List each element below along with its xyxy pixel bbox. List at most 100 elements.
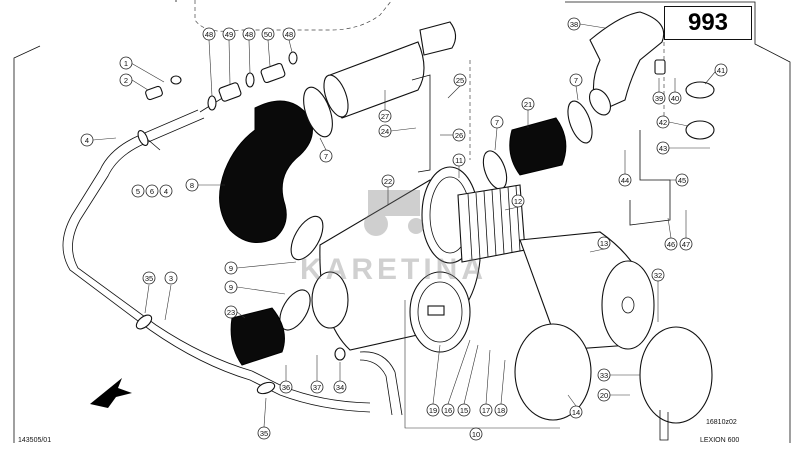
svg-text:44: 44 [621,176,629,185]
callout: 38 [567,17,606,31]
svg-text:21: 21 [524,100,532,109]
svg-text:40: 40 [671,94,679,103]
callout: 14 [567,394,583,419]
callout: 49 [222,27,236,85]
callout: 36 [279,365,293,394]
svg-text:15: 15 [460,406,468,415]
pre-cleaner-duct [588,11,715,116]
callout: 7 [569,73,583,101]
callout: 43 [656,141,710,155]
intake-tube [323,21,457,173]
callout: 48 [242,27,256,74]
callout: 7 [490,115,504,151]
svg-text:7: 7 [495,118,499,127]
callout: 45 [660,173,689,187]
clamps [279,86,715,331]
callout: 11 [452,153,466,178]
svg-text:16: 16 [444,406,452,415]
svg-text:38: 38 [570,20,578,29]
svg-text:5: 5 [136,187,140,196]
svg-text:23: 23 [227,308,235,317]
svg-text:14: 14 [572,408,580,417]
callout: 22 [381,174,395,205]
callout: 8 [185,178,225,192]
svg-text:43: 43 [659,144,667,153]
svg-text:35: 35 [260,429,268,438]
callout: 2 [119,73,149,91]
end-cover [514,323,592,421]
svg-text:32: 32 [654,271,662,280]
svg-text:7: 7 [574,76,578,85]
svg-text:13: 13 [600,239,608,248]
svg-text:27: 27 [381,112,389,121]
filter-element [457,184,526,263]
callout: 48 [282,27,296,53]
svg-text:1: 1 [124,59,128,68]
callout: 40 [668,78,682,105]
callout: 18 [494,359,508,417]
callout: 34 [333,362,347,394]
intake-sleeve [509,117,567,176]
svg-text:39: 39 [655,94,663,103]
callout: 42 [656,115,689,129]
callout: 27 [378,90,392,123]
callout-labels: 1 2 4 5 6 4 8 3 35 35 9 9 23 48 49 48 50… [80,17,728,441]
svg-text:7: 7 [324,152,328,161]
callout: 37 [310,355,324,394]
callout: 9 [224,261,297,275]
svg-text:9: 9 [229,264,233,273]
svg-text:50: 50 [264,30,272,39]
svg-text:4: 4 [164,187,168,196]
svg-text:8: 8 [190,181,194,190]
short-hose [230,307,285,366]
watermark-text: KARETINA [300,253,487,286]
callout: 5 [131,184,145,198]
svg-text:45: 45 [678,176,686,185]
callout: 15 [457,344,479,417]
svg-text:41: 41 [717,66,725,75]
callout: 47 [679,210,693,251]
callout: 9 [224,280,286,295]
callout: 46 [664,217,678,251]
svg-text:33: 33 [600,371,608,380]
callout: 10 [404,300,560,441]
svg-text:34: 34 [336,383,344,392]
page-number-box: 993 [664,6,752,40]
svg-text:46: 46 [667,240,675,249]
svg-text:47: 47 [682,240,690,249]
left-pipe-loop [62,109,403,416]
svg-text:3: 3 [169,274,173,283]
hose-fittings [145,51,298,113]
callout: 32 [651,268,665,322]
svg-text:24: 24 [381,127,389,136]
callout: 19 [426,344,441,417]
callout: 6 [145,184,159,198]
svg-text:42: 42 [659,118,667,127]
svg-text:11: 11 [455,156,463,165]
mounting-bracket [629,130,671,226]
callout: 16 [441,339,471,417]
svg-text:36: 36 [282,383,290,392]
svg-text:26: 26 [455,131,463,140]
svg-text:35: 35 [145,274,153,283]
callout: 35 [257,397,271,440]
drawing-reference: 16810z02 [706,419,737,426]
svg-text:2: 2 [124,76,128,85]
frame-lines [13,0,791,443]
svg-text:48: 48 [205,30,213,39]
model-label: LEXION 600 [700,437,740,444]
callout: 7 [319,137,333,163]
elbow-hose [219,100,313,243]
callout: 4 [159,184,173,198]
callout: 4 [80,133,117,147]
upper-housing [194,0,393,32]
catalog-reference: 143505/01 [18,437,52,444]
svg-text:19: 19 [429,406,437,415]
svg-text:37: 37 [313,383,321,392]
callout: 1 [119,56,165,83]
callout: 24 [378,124,417,138]
svg-text:48: 48 [245,30,253,39]
callout: 50 [261,27,275,67]
